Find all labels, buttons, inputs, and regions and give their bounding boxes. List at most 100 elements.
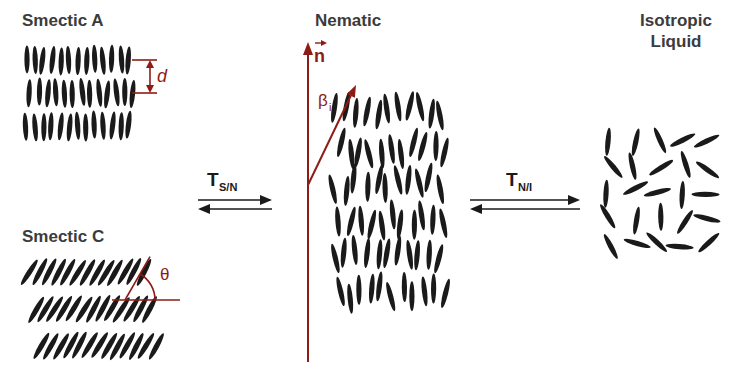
molecule: [343, 176, 351, 206]
molecule: [122, 78, 127, 106]
molecule: [329, 243, 341, 273]
molecule: [26, 79, 33, 107]
molecule: [31, 113, 38, 141]
equilibrium-arrows: [198, 195, 580, 214]
molecule: [679, 181, 686, 209]
molecule: [368, 273, 375, 303]
molecule: [397, 139, 406, 169]
molecule: [108, 111, 116, 139]
molecule: [409, 281, 414, 311]
molecule: [438, 208, 449, 238]
molecule: [118, 112, 124, 140]
molecule: [335, 127, 347, 157]
arrow-line: [208, 208, 272, 210]
molecule: [427, 98, 436, 128]
molecule: [78, 78, 86, 106]
molecule: [19, 258, 40, 286]
molecule: [102, 294, 122, 322]
molecule: [357, 206, 365, 236]
molecule: [404, 91, 416, 121]
molecule: [420, 276, 429, 306]
molecule: [382, 173, 388, 203]
molecule: [61, 80, 68, 108]
molecule: [376, 239, 383, 269]
molecule: [47, 112, 54, 140]
molecule: [105, 259, 124, 288]
molecule: [363, 139, 375, 169]
molecule: [335, 276, 347, 306]
molecule: [630, 128, 641, 156]
molecule: [402, 272, 408, 302]
molecule: [346, 284, 354, 314]
molecule: [389, 199, 397, 229]
molecule: [679, 150, 692, 178]
phase-name: Smectic A: [22, 12, 104, 29]
molecule: [95, 79, 103, 107]
molecule: [645, 231, 669, 254]
vector-label: n: [314, 47, 325, 65]
angle-label: β: [318, 92, 328, 109]
molecule: [87, 80, 93, 108]
molecule: [603, 180, 610, 208]
vector-arrow: [315, 42, 322, 43]
subscript: i: [329, 102, 331, 113]
director-line: [307, 54, 309, 362]
arrow-head: [568, 195, 580, 205]
molecule-group: [19, 45, 721, 362]
arrow-head: [198, 204, 210, 214]
molecule: [384, 281, 397, 311]
molecule: [22, 113, 29, 141]
molecule: [693, 212, 721, 224]
arrow-head: [146, 85, 154, 93]
molecule: [351, 235, 359, 265]
molecule: [432, 244, 445, 274]
molecule: [349, 163, 357, 193]
molecule-axis: [308, 96, 351, 185]
arrow-head: [470, 204, 482, 214]
molecule: [366, 209, 378, 239]
molecule: [393, 235, 402, 265]
molecule: [375, 271, 384, 301]
arrow-head: [347, 85, 356, 98]
molecule: [353, 137, 363, 167]
molecule: [627, 152, 638, 180]
molecule: [103, 80, 111, 108]
arrow-line: [480, 208, 580, 210]
molecule: [602, 155, 624, 180]
molecule: [648, 158, 674, 177]
molecule: [75, 47, 81, 75]
molecule: [393, 91, 403, 121]
subscript: N/I: [518, 182, 532, 193]
molecule: [695, 160, 721, 180]
molecule: [423, 162, 434, 192]
molecule: [356, 275, 361, 305]
molecule: [643, 186, 671, 198]
molecule: [414, 91, 425, 121]
arrow-line: [198, 199, 262, 201]
molecule: [404, 165, 413, 195]
molecule: [412, 210, 417, 240]
molecule: [32, 46, 38, 74]
molecule: [69, 80, 75, 108]
molecule: [48, 46, 56, 74]
layer-tick: [132, 92, 157, 94]
molecule: [416, 131, 429, 161]
molecule: [439, 137, 451, 167]
molecule: [74, 112, 81, 140]
molecule: [100, 112, 107, 140]
molecule: [109, 45, 115, 73]
molecule: [435, 174, 446, 204]
angle-arc: [140, 274, 155, 300]
molecule: [52, 78, 59, 106]
molecule: [352, 98, 359, 128]
molecule: [125, 46, 132, 74]
molecule: [382, 93, 391, 123]
molecule: [58, 47, 64, 75]
molecule: [407, 127, 419, 157]
molecule: [345, 206, 357, 236]
molecule: [435, 100, 446, 130]
molecule: [58, 258, 77, 287]
molecule: [37, 78, 43, 106]
